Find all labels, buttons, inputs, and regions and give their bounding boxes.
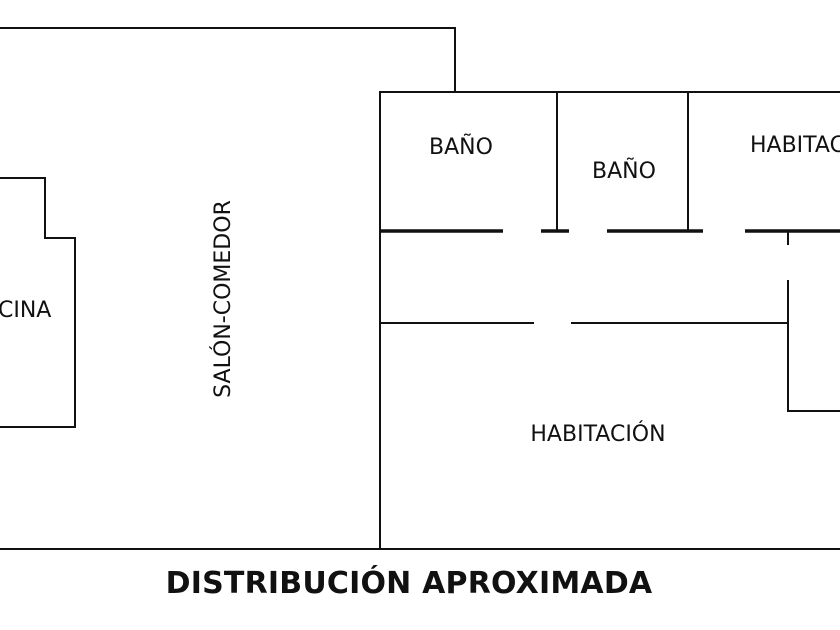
outer-wall-left-block bbox=[0, 27, 456, 93]
room-label-bath-2: BAÑO bbox=[592, 157, 656, 184]
plan-caption: DISTRIBUCIÓN APROXIMADA bbox=[165, 566, 653, 601]
room-label-living-dining: SALÓN-COMEDOR bbox=[210, 200, 236, 398]
room-label-kitchen: CINA bbox=[0, 298, 51, 323]
room-label-bath-1: BAÑO bbox=[429, 133, 493, 160]
kitchen-wall bbox=[0, 177, 76, 428]
room-label-bedroom-main: HABITACIÓN bbox=[530, 421, 665, 447]
side-room-wall-lower bbox=[787, 280, 840, 412]
room-label-bedroom-top: HABITAC bbox=[750, 133, 840, 158]
